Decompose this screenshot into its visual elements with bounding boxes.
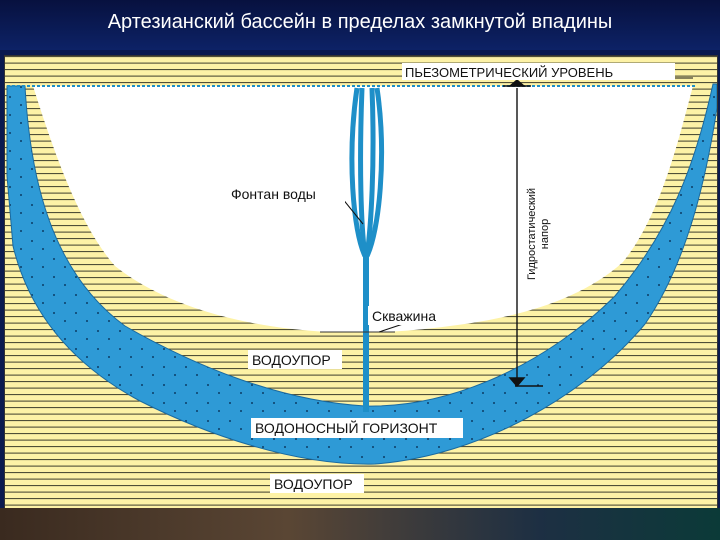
fountain-leader [341, 197, 364, 225]
aquitard-upper-label-bg [248, 350, 342, 369]
hydrostatic-head-label: Гидростатический напор [526, 188, 551, 280]
aquifer-layer [6, 83, 718, 465]
hydrostatic-head-label-line1: Гидростатический [526, 188, 538, 280]
aquifer-label: ВОДОНОСНЫЙ ГОРИЗОНТ [255, 419, 438, 436]
aquitard-upper-label: ВОДОУПОР [252, 352, 331, 368]
aquitard-lower-label-bg [270, 474, 364, 493]
artesian-basin-diagram: ПЬЕЗОМЕТРИЧЕСКИЙ УРОВЕНЬ Фонтан воды Скв… [5, 56, 718, 508]
well-label-bg [368, 306, 452, 325]
hydrostatic-head-arrow [503, 79, 543, 388]
aquifer-label-bg [251, 418, 463, 438]
diagram-frame: ПЬЕЗОМЕТРИЧЕСКИЙ УРОВЕНЬ Фонтан воды Скв… [4, 55, 718, 509]
slide-title: Артезианский бассейн в пределах замкнуто… [0, 0, 720, 50]
piezometric-level-label: ПЬЕЗОМЕТРИЧЕСКИЙ УРОВЕНЬ [405, 65, 613, 80]
hydrostatic-head-label-line2: напор [539, 219, 551, 249]
well-label: Скважина [372, 308, 436, 324]
well-leader [378, 323, 404, 333]
fountain-jets [349, 87, 384, 258]
piezometric-label-bg [402, 63, 675, 80]
fountain-label-bg [227, 184, 345, 203]
footer-band [0, 508, 720, 540]
aquitard-lower-label: ВОДОУПОР [274, 476, 353, 492]
fountain-label: Фонтан воды [231, 186, 316, 202]
